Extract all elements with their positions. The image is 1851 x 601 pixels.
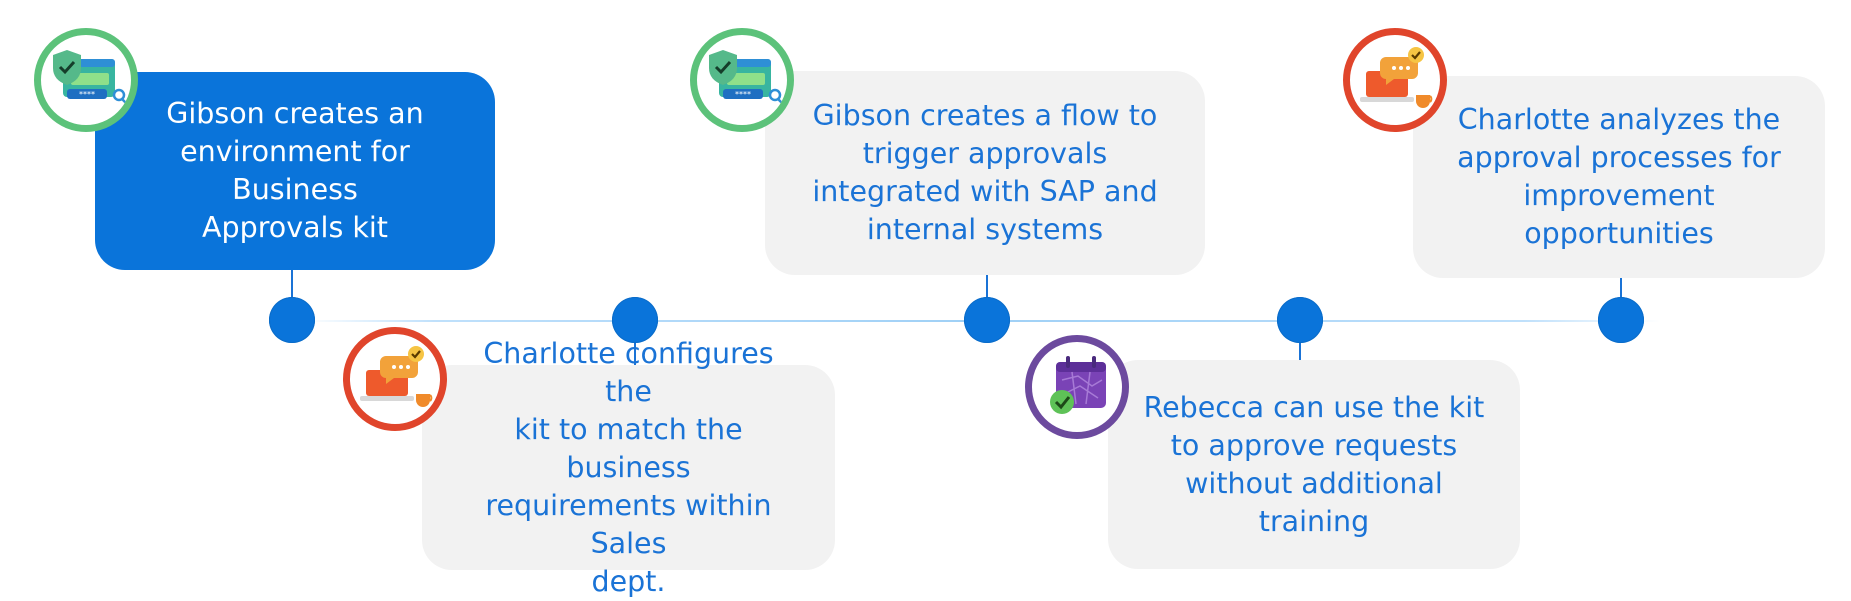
calendar-check-icon [1050,356,1106,414]
step-2-badge [343,327,447,431]
timeline-dot-3 [964,297,1010,343]
step-card-2: Charlotte configures the kit to match th… [422,337,835,598]
timeline-dot-5 [1598,297,1644,343]
step-text: Gibson creates a flow to trigger approva… [812,99,1158,246]
svg-text:****: **** [735,90,751,99]
timeline-dot-4 [1277,297,1323,343]
laptop-chat-icon [360,346,433,407]
connector-stem-4 [1299,340,1301,360]
timeline-dot-2 [612,297,658,343]
step-3-badge: **** [690,28,794,132]
step-text: Gibson creates an environment for Busine… [166,97,424,244]
step-4-badge [1025,335,1129,439]
step-card-1: Gibson creates an environment for Busine… [95,72,495,270]
step-text: Charlotte configures the kit to match th… [483,336,774,598]
step-text: Charlotte analyzes the approval processe… [1457,103,1781,250]
connector-stem-5 [1620,278,1622,300]
laptop-chat-icon [1360,47,1433,108]
security-dashboard-icon: **** [709,50,784,105]
step-5-badge [1343,28,1447,132]
security-dashboard-icon: **** [53,50,128,105]
step-card-4: Rebecca can use the kit to approve reque… [1108,360,1520,569]
step-text: Rebecca can use the kit to approve reque… [1143,390,1485,538]
step-card-3: Gibson creates a flow to trigger approva… [765,71,1205,275]
svg-text:****: **** [79,90,95,99]
connector-stem-3 [986,275,988,300]
timeline-dot-1 [269,297,315,343]
step-1-badge: **** [34,28,138,132]
step-card-5: Charlotte analyzes the approval processe… [1413,76,1825,278]
connector-stem-1 [291,270,293,300]
connector-stem-2 [634,340,636,365]
